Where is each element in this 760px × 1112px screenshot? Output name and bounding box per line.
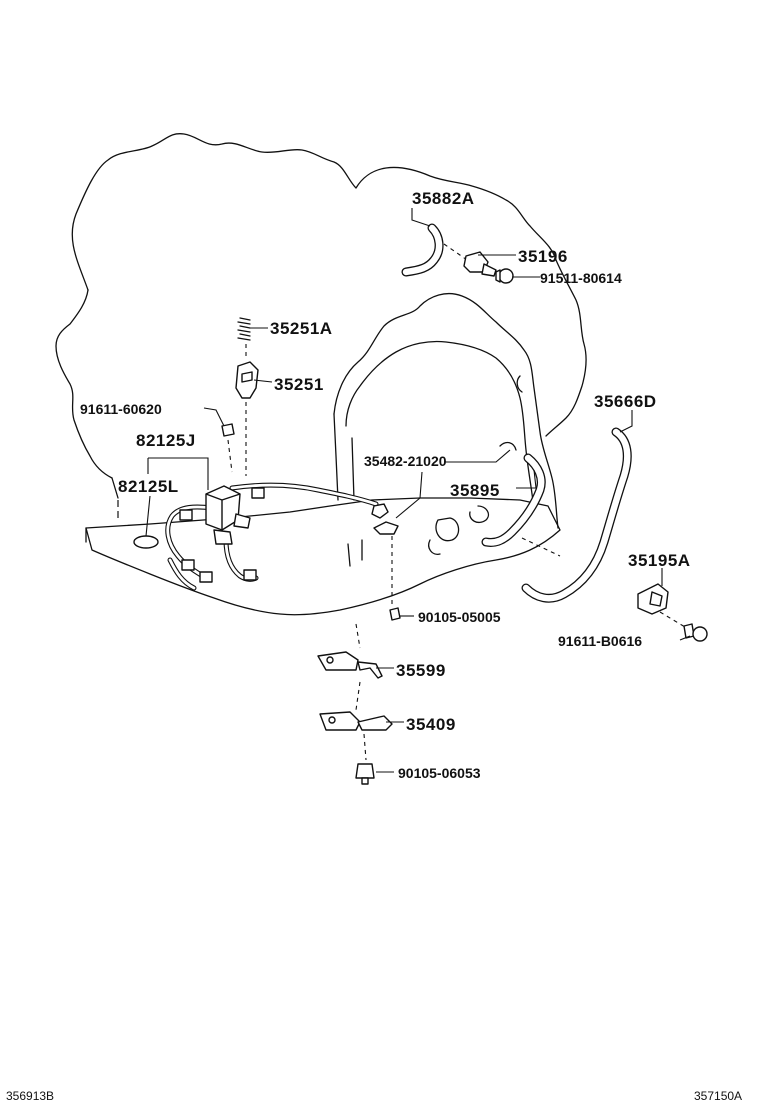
lower-brackets (317, 623, 393, 785)
label-90105-05005: 90105-05005 (418, 609, 501, 625)
wire-harness-assembly (133, 482, 379, 591)
label-35251A: 35251A (270, 319, 333, 338)
label-35895: 35895 (450, 481, 500, 500)
label-35196: 35196 (518, 247, 568, 266)
breather-hose-assembly (401, 223, 514, 284)
label-82125L: 82125L (118, 477, 179, 496)
label-35482-21020: 35482-21020 (364, 453, 447, 469)
transmission-housing (55, 133, 587, 616)
footer-left-code: 356913B (6, 1089, 54, 1103)
label-90105-06053: 90105-06053 (398, 765, 481, 781)
shift-sensor-assembly (221, 317, 259, 476)
wire-clamp (371, 503, 401, 621)
oil-cooler-hose-assembly (521, 427, 708, 642)
label-91611-60620: 91611-60620 (80, 401, 162, 417)
label-35195A: 35195A (628, 551, 691, 570)
label-35599: 35599 (396, 661, 446, 680)
footer-right-code: 357150A (694, 1089, 742, 1103)
label-35409: 35409 (406, 715, 456, 734)
label-35882A: 35882A (412, 189, 475, 208)
leader-lines (145, 208, 691, 773)
label-91611-B0616: 91611-B0616 (558, 633, 642, 649)
oil-tube-35895 (481, 453, 561, 557)
label-35251: 35251 (274, 375, 324, 394)
label-35666D: 35666D (594, 392, 657, 411)
label-82125J: 82125J (136, 431, 196, 450)
label-91511-80614: 91511-80614 (540, 270, 622, 286)
